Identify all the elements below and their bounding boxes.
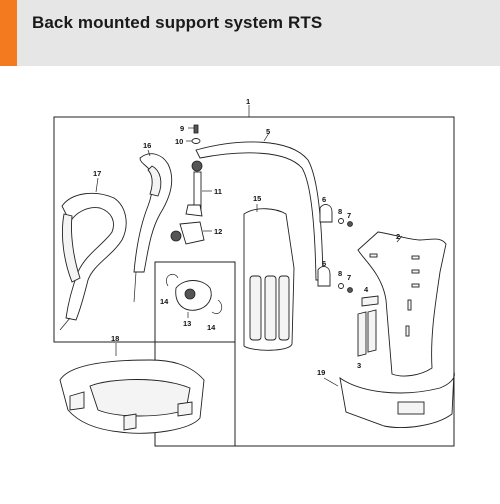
buckle-18-left: [69, 391, 85, 411]
strap-16-tail: [133, 271, 137, 303]
assembly-frame: [53, 116, 455, 447]
plate-slot-f: [405, 325, 410, 337]
callout-13: 13: [183, 319, 191, 328]
callout-leader-16: [147, 149, 151, 157]
callout-3: 3: [357, 361, 361, 370]
shoulder-strap-17: [61, 192, 127, 321]
parts-diagram: 1 2 3 4 5 6 6 8 8 7 7 9 10 11 12 13 14 1…: [53, 97, 455, 447]
back-pad-15-rib3: [278, 275, 290, 341]
callout-11: 11: [214, 187, 222, 196]
callout-7-upper: 7: [347, 211, 351, 220]
callout-1: 1: [246, 97, 250, 106]
callout-17: 17: [93, 169, 101, 178]
callout-14-right: 14: [207, 323, 216, 332]
callout-5: 5: [266, 127, 270, 136]
clamp-6-lower: [317, 266, 331, 287]
callout-leader-5: [263, 132, 270, 142]
screw-8-upper: [338, 218, 344, 224]
page-title: Back mounted support system RTS: [32, 13, 323, 32]
header-bar: [0, 0, 500, 66]
plate-4: [361, 295, 379, 307]
belt-label-plate: [397, 401, 425, 415]
ring-14-right: [211, 299, 223, 314]
strap-17-tail: [59, 317, 71, 331]
shoulder-strap-16: [133, 153, 173, 273]
back-pad-15-rib1: [249, 275, 262, 341]
plate-slot-c: [411, 269, 420, 274]
callout-6-upper: 6: [322, 195, 326, 204]
hip-belt-18-inner: [89, 379, 191, 417]
callout-12: 12: [214, 227, 222, 236]
accent-stripe: [0, 0, 17, 66]
swivel-13-pin: [184, 288, 196, 300]
screw-9: [193, 124, 199, 134]
ring-14-left: [166, 274, 179, 287]
clamp-6-upper: [319, 204, 333, 223]
nut-7-lower: [347, 287, 353, 293]
strap-end-18: [123, 413, 137, 431]
knob-11: [191, 160, 203, 172]
plate-3a: [357, 311, 367, 357]
callout-19: 19: [317, 368, 325, 377]
callout-8-upper: 8: [338, 207, 342, 216]
plate-3b: [367, 309, 377, 353]
shoulder-strap-17-pad: [62, 213, 81, 283]
callout-7-lower: 7: [347, 273, 351, 282]
hook-11: [185, 204, 203, 217]
callout-16: 16: [143, 141, 151, 150]
plate-slot-b: [411, 255, 420, 260]
buckle-12: [179, 221, 205, 245]
hip-belt-back: [339, 371, 455, 428]
callout-10: 10: [175, 137, 183, 146]
buckle-pin-12: [170, 230, 182, 242]
callout-leader-2: [396, 235, 403, 243]
plate-slot-a: [369, 253, 378, 258]
callout-leader-19: [323, 377, 339, 387]
callout-2: 2: [396, 232, 400, 241]
plate-slot-d: [411, 283, 420, 288]
buckle-18-right: [177, 401, 193, 417]
inset-top: [154, 262, 235, 343]
plate-slot-e: [407, 299, 412, 311]
callout-leader-17: [95, 177, 99, 193]
callout-6-lower: 6: [322, 259, 326, 268]
washer-10: [191, 138, 201, 144]
shoulder-strap-16-pad: [147, 165, 162, 197]
back-pad-15-rib2: [264, 275, 277, 341]
inset-frame: [154, 261, 236, 447]
callout-15: 15: [253, 194, 261, 203]
callout-9: 9: [180, 124, 184, 133]
callout-8-lower: 8: [338, 269, 342, 278]
back-plate-2: [357, 231, 447, 377]
callout-4: 4: [364, 285, 369, 294]
screw-8-lower: [338, 283, 344, 289]
nut-7-upper: [347, 221, 353, 227]
callout-14-left: 14: [160, 297, 169, 306]
callout-18: 18: [111, 334, 119, 343]
